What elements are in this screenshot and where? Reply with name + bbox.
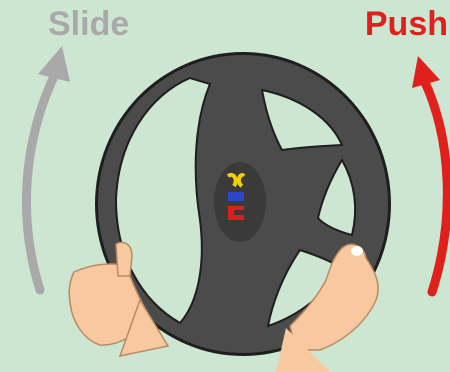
slide-arrow-icon xyxy=(26,68,58,290)
push-arrow-head-icon xyxy=(412,56,440,88)
right-thumbnail xyxy=(351,246,363,256)
push-arrow-icon xyxy=(424,80,447,292)
slide-arrow-head-icon xyxy=(38,46,70,82)
